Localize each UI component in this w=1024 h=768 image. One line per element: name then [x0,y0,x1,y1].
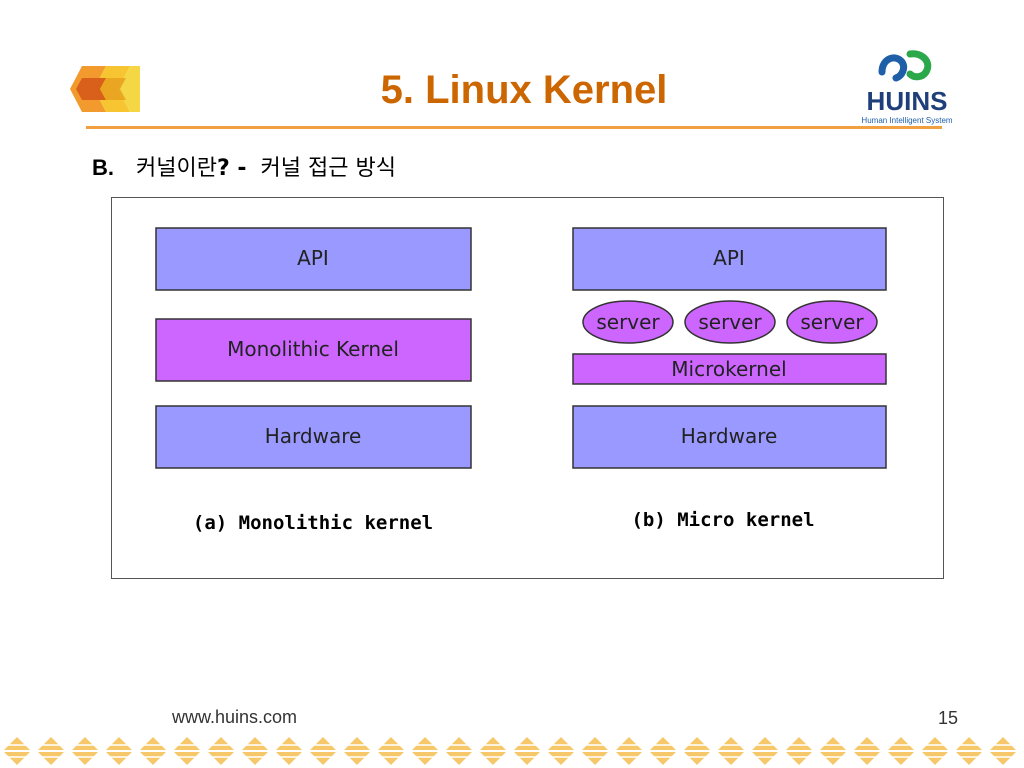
mono-kernel-layer [155,318,472,382]
mono-kernel-label: Monolithic Kernel [227,337,399,361]
server-ellipse [684,300,776,344]
micro-hardware-layer [572,405,887,469]
section-heading: B. 커널이란? - 커널 접근 방식 [92,150,396,182]
footer-url: www.huins.com [172,707,298,727]
mono-hardware-layer [155,405,472,469]
server-ellipse [786,300,878,344]
cube-logo-icon [70,66,140,112]
microkernel-layer [572,353,887,385]
svg-text:HUINS: HUINS [867,86,948,116]
page-number: 15 [938,708,959,728]
mono-api-layer [155,227,472,291]
mono-api-label: API [297,246,329,270]
server-label: server [596,310,660,334]
huins-logo: HUINS Human Intelligent System [861,50,953,125]
server-ellipse [582,300,674,344]
server-label: server [698,310,762,334]
server-label: server [800,310,864,334]
micro-api-label: API [713,246,745,270]
section-letter: B. [92,155,114,180]
heading-text-a: 커널이란 [136,156,217,181]
title-divider [86,126,942,129]
mono-caption: (a) Monolithic kernel [193,512,433,534]
monolithic-diagram: API Monolithic Kernel Hardware (a) Monol… [155,227,472,534]
micro-hardware-label: Hardware [681,424,778,448]
mono-hardware-label: Hardware [265,424,362,448]
decorative-footer-band [0,734,1024,768]
micro-caption: (b) Micro kernel [631,509,814,531]
slide-title: 5. Linux Kernel [380,68,668,112]
svg-text:Human Intelligent System: Human Intelligent System [861,116,952,125]
kernel-diagram: API Monolithic Kernel Hardware (a) Monol… [111,197,944,579]
micro-diagram: API server server server Microkernel Har… [572,227,887,531]
microkernel-label: Microkernel [671,357,786,381]
kernel-diagram-svg: API Monolithic Kernel Hardware (a) Monol… [155,227,887,534]
heading-text-b: 커널 접근 방식 [260,156,396,181]
micro-api-layer [572,227,887,291]
heading-question: ? - [216,156,247,181]
